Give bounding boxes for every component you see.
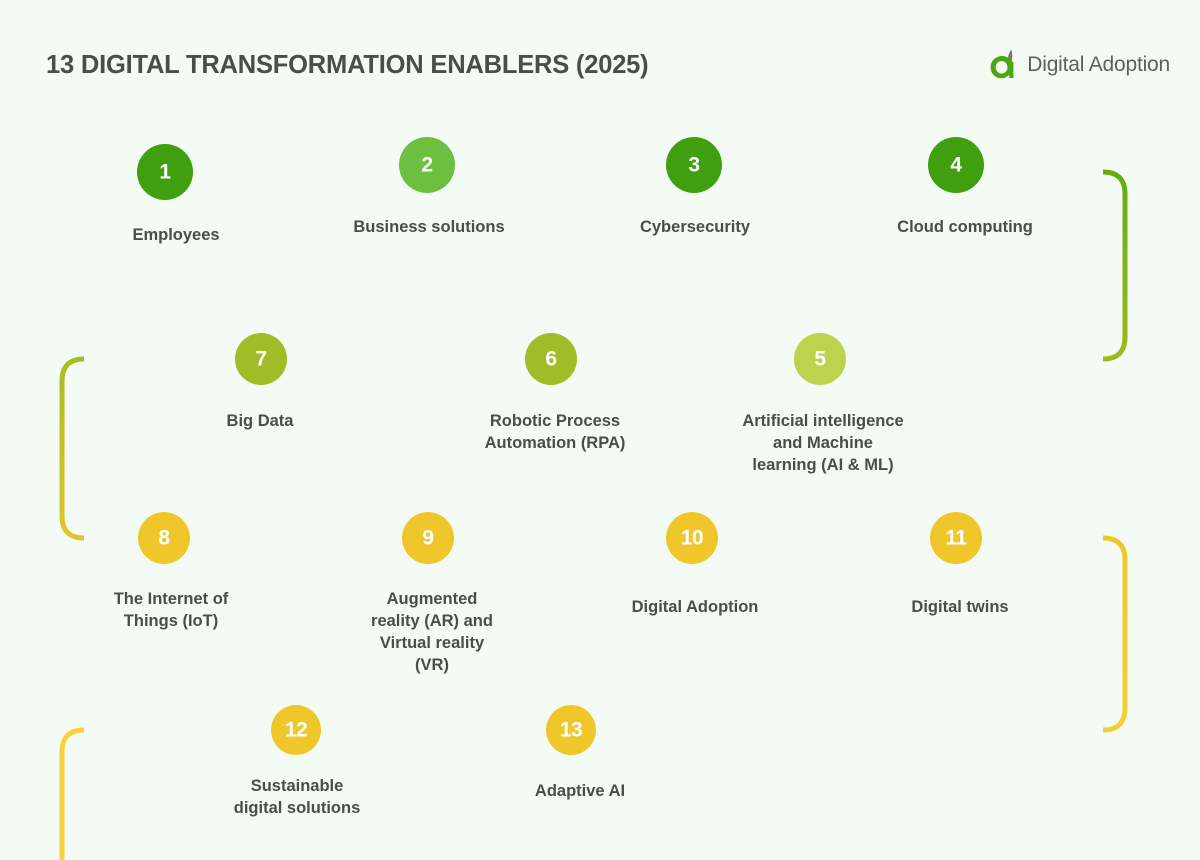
timeline-label-1: Employees: [132, 226, 220, 244]
timeline-label-7: Big Data: [226, 412, 294, 430]
timeline-node-3[interactable]: 3: [666, 137, 722, 193]
timeline-label-9: Augmented reality (AR) and Virtual reali…: [371, 590, 493, 674]
timeline-node-number: 12: [284, 718, 308, 741]
timeline-label-11: Digital twins: [911, 598, 1009, 616]
timeline-node-11[interactable]: 11: [930, 512, 982, 564]
timeline-node-7[interactable]: 7: [235, 333, 287, 385]
timeline-node-6[interactable]: 6: [525, 333, 577, 385]
timeline-label-6: Robotic Process Automation (RPA): [484, 412, 626, 452]
timeline-node-4[interactable]: 4: [928, 137, 984, 193]
timeline-label-4: Cloud computing: [897, 218, 1033, 236]
timeline-label-10: Digital Adoption: [631, 598, 759, 616]
timeline-node-1[interactable]: 1: [137, 144, 193, 200]
timeline-node-number: 7: [255, 347, 267, 370]
timeline-node-12[interactable]: 12: [271, 705, 321, 755]
timeline-label-8: The Internet of Things (IoT): [113, 590, 229, 630]
timeline-label-2: Business solutions: [353, 218, 505, 236]
timeline-label-5: Artificial intelligence and Machine lear…: [742, 412, 904, 474]
brand-name: Digital Adoption: [1027, 53, 1170, 76]
timeline-node-9[interactable]: 9: [402, 512, 454, 564]
timeline-label-3: Cybersecurity: [639, 218, 751, 236]
timeline-node-number: 2: [421, 153, 433, 176]
timeline-node-2[interactable]: 2: [399, 137, 455, 193]
timeline-node-number: 3: [688, 153, 700, 176]
timeline-label-13: Adaptive AI: [534, 782, 626, 800]
timeline-node-number: 5: [814, 347, 826, 370]
digital-adoption-logo-icon: [990, 49, 1014, 79]
timeline-node-number: 11: [945, 526, 967, 549]
page-title: 13 DIGITAL TRANSFORMATION ENABLERS (2025…: [46, 51, 649, 79]
timeline-node-number: 13: [559, 718, 583, 741]
timeline-node-8[interactable]: 8: [138, 512, 190, 564]
timeline-label-12: Sustainable digital solutions: [233, 777, 361, 817]
timeline-node-13[interactable]: 13: [546, 705, 596, 755]
brand-logo: Digital Adoption: [987, 48, 1170, 82]
timeline-node-number: 8: [158, 526, 170, 549]
timeline-node-number: 4: [950, 153, 962, 176]
timeline-node-number: 6: [545, 347, 557, 370]
timeline-node-number: 10: [680, 526, 704, 549]
timeline-node-10[interactable]: 10: [666, 512, 718, 564]
timeline-node-number: 9: [422, 526, 434, 549]
timeline-node-number: 1: [159, 160, 171, 183]
timeline-node-5[interactable]: 5: [794, 333, 846, 385]
